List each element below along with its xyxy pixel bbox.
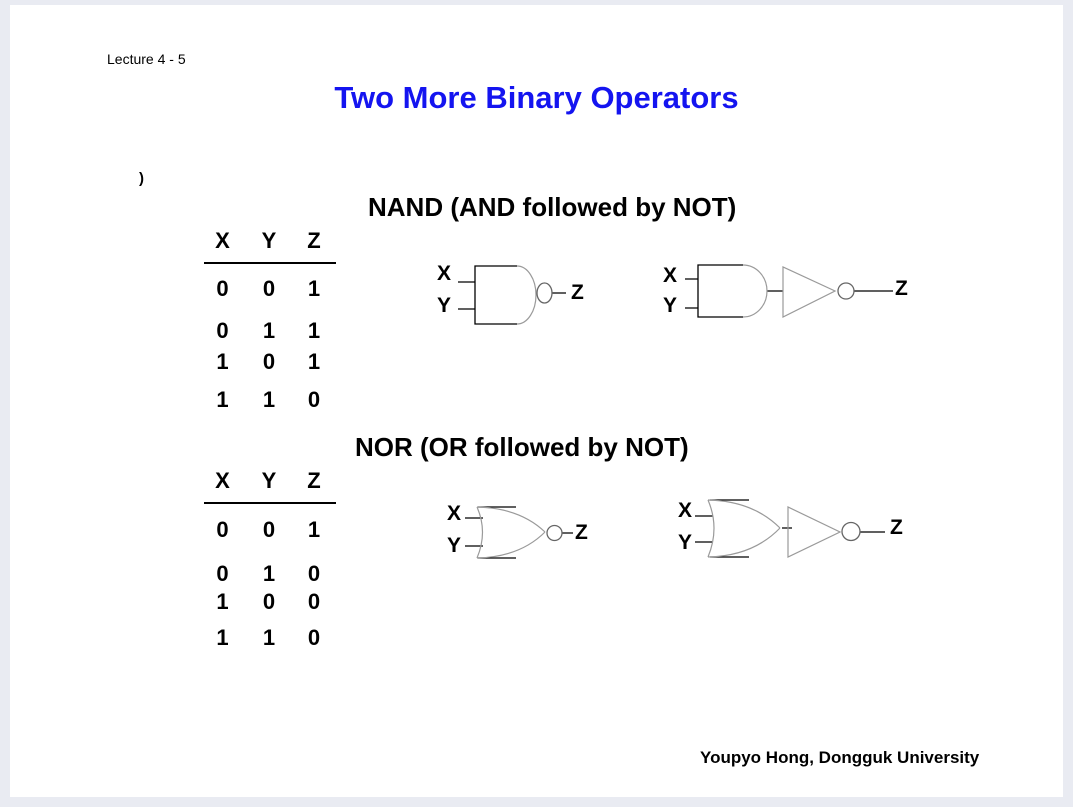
- not-bubble-icon: [837, 282, 855, 300]
- footer-credit: Youpyo Hong, Dongguk University: [700, 748, 980, 767]
- cell: 0: [262, 589, 276, 614]
- or-body: [710, 499, 749, 558]
- table-row: 1 1 0: [200, 387, 335, 413]
- or-arcs: [476, 506, 546, 559]
- and-arc: [742, 264, 768, 318]
- wires: [458, 281, 566, 310]
- table-row: 1 0 0: [200, 589, 335, 615]
- and-not-symbol: [685, 264, 893, 318]
- nor-table-header-row: X Y Z: [200, 468, 335, 494]
- and-body: [697, 264, 743, 318]
- cell: 0: [262, 349, 276, 374]
- cell: 0: [262, 276, 276, 301]
- inverter-triangle: [782, 266, 837, 318]
- cell: 1: [216, 349, 229, 374]
- cell: 1: [262, 387, 276, 412]
- cell: 1: [307, 517, 321, 542]
- input-label-x: X: [663, 264, 678, 287]
- cell: 0: [307, 561, 321, 586]
- col-header-z: Z: [307, 228, 321, 253]
- cell: 0: [262, 517, 276, 542]
- not-bubble-icon: [536, 282, 553, 304]
- input-label-x: X: [678, 499, 693, 522]
- col-header-y: Y: [261, 468, 277, 493]
- nand-heading: NAND (AND followed by NOT): [368, 192, 737, 222]
- and-body: [474, 265, 517, 325]
- wires: [685, 278, 893, 309]
- output-label-z: Z: [890, 516, 903, 539]
- output-label-z: Z: [571, 281, 584, 304]
- table-row: 0 0 1: [200, 517, 335, 543]
- nor-heading: NOR (OR followed by NOT): [355, 432, 689, 462]
- nand-gate-symbol: [458, 265, 566, 325]
- cell: 0: [307, 625, 321, 650]
- cell: 1: [216, 625, 229, 650]
- not-bubble-icon: [841, 521, 861, 542]
- nand-gate-diagram: X Y Z: [435, 258, 595, 338]
- cell: 1: [307, 276, 321, 301]
- table-header-rule: [204, 502, 336, 504]
- cell: 0: [307, 589, 321, 614]
- input-label-y: Y: [678, 531, 693, 554]
- table-row: 0 1 1: [200, 318, 335, 344]
- cell: 0: [216, 561, 229, 586]
- col-header-y: Y: [261, 228, 277, 253]
- inverter-triangle: [787, 506, 842, 558]
- wires: [465, 517, 573, 547]
- cell: 0: [216, 318, 229, 343]
- input-label-y: Y: [447, 534, 462, 557]
- cell: 1: [262, 561, 276, 586]
- not-bubble-icon: [546, 524, 563, 542]
- and-arc: [516, 265, 537, 325]
- or-not-diagram: X Y Z: [675, 495, 925, 567]
- or-not-symbol: [695, 499, 885, 558]
- table-row: 1 0 1: [200, 349, 335, 375]
- slide-title: Two More Binary Operators: [334, 80, 739, 115]
- cell: 1: [216, 589, 229, 614]
- slide-page: [10, 5, 1063, 797]
- cell: 1: [216, 387, 229, 412]
- input-label-y: Y: [663, 294, 678, 317]
- or-arcs: [707, 499, 781, 558]
- wires: [695, 515, 885, 543]
- nor-gate-diagram: X Y Z: [440, 498, 600, 570]
- cell: 1: [262, 625, 276, 650]
- output-label-z: Z: [575, 521, 588, 544]
- nor-truth-table: X Y Z 0 0 1 0 1 0 1 0 0 1 1 0: [200, 468, 346, 663]
- table-row: 0 0 1: [200, 276, 335, 302]
- or-body: [478, 506, 516, 559]
- table-header-rule: [204, 262, 336, 264]
- cell: 0: [216, 276, 229, 301]
- and-not-diagram: X Y Z: [660, 255, 922, 330]
- nor-gate-symbol: [465, 506, 573, 559]
- output-label-z: Z: [895, 277, 908, 300]
- col-header-x: X: [215, 228, 230, 253]
- input-label-y: Y: [437, 294, 452, 317]
- cell: 0: [307, 387, 321, 412]
- cell: 1: [307, 318, 321, 343]
- col-header-z: Z: [307, 468, 321, 493]
- cell: 0: [216, 517, 229, 542]
- cell: 1: [307, 349, 321, 374]
- stray-paren: ): [139, 170, 144, 187]
- input-label-x: X: [437, 262, 452, 285]
- table-row: 1 1 0: [200, 625, 335, 651]
- cell: 1: [262, 318, 276, 343]
- lecture-number: Lecture 4 - 5: [107, 51, 186, 67]
- col-header-x: X: [215, 468, 230, 493]
- nand-truth-table: X Y Z 0 0 1 0 1 1 1 0 1 1 1 0: [200, 228, 346, 423]
- input-label-x: X: [447, 502, 462, 525]
- table-row: 0 1 0: [200, 561, 335, 587]
- nand-table-header-row: X Y Z: [200, 228, 335, 254]
